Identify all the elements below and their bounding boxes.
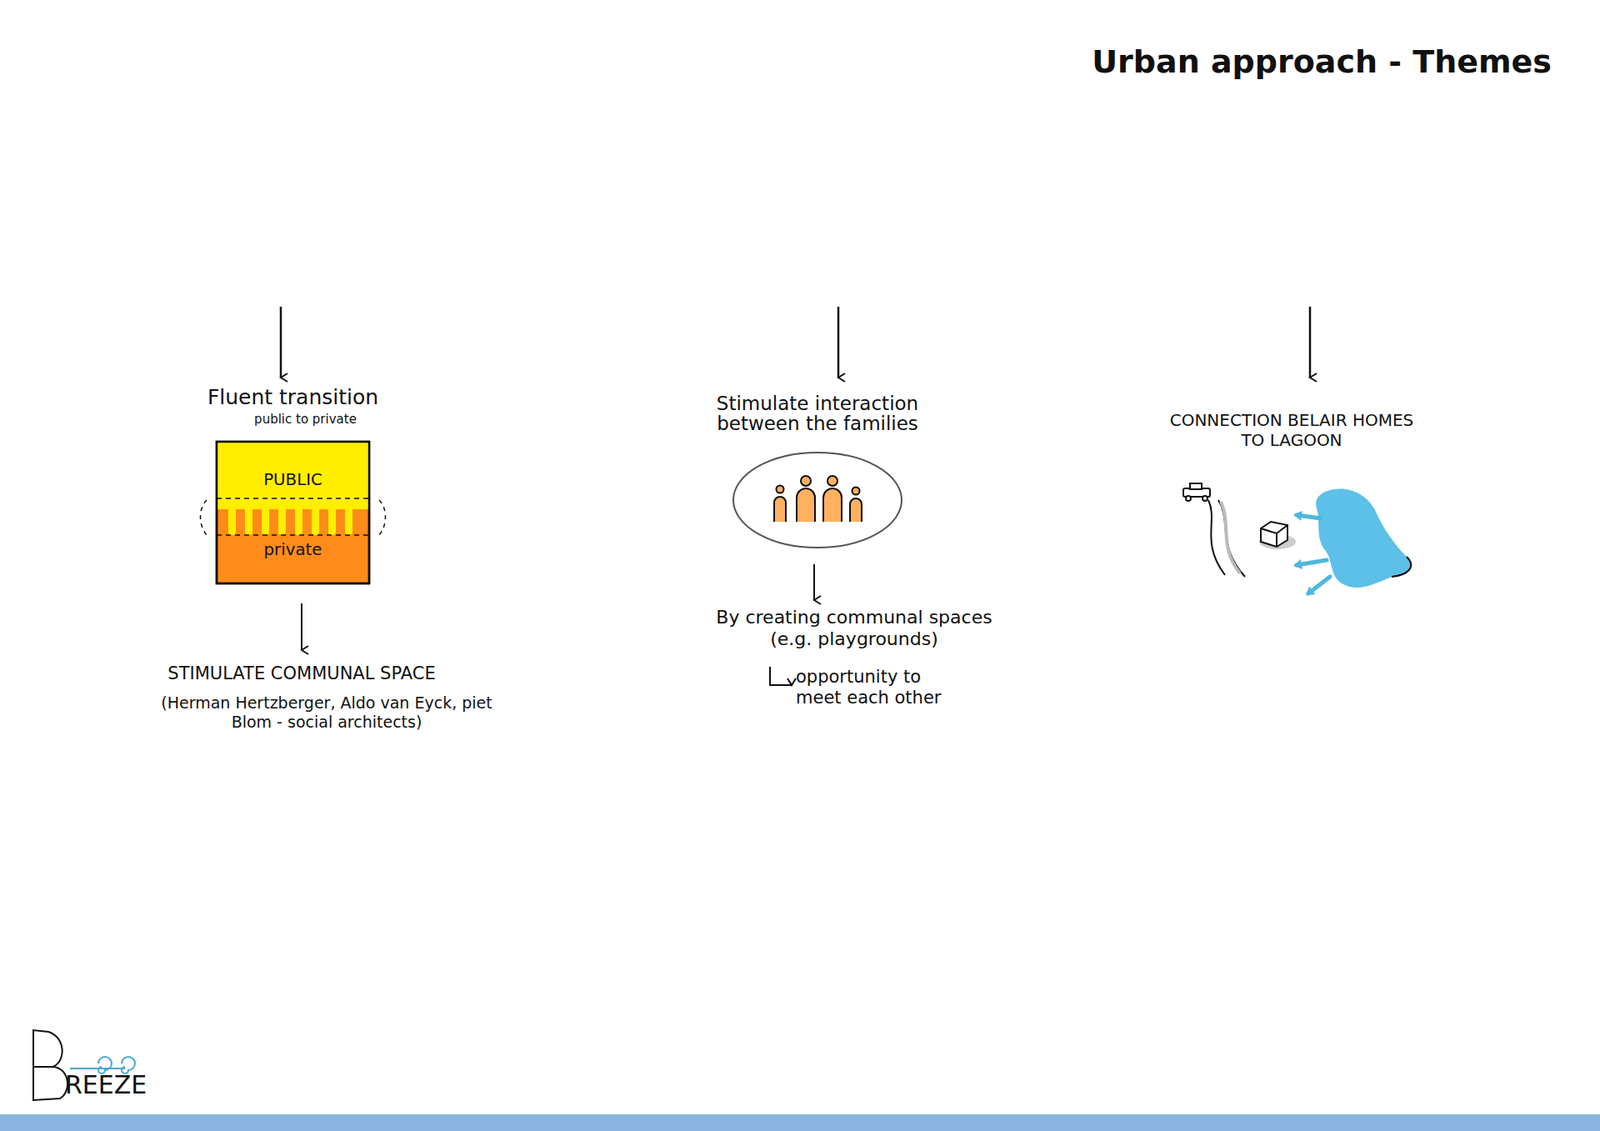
note-text: (Herman Hertzberger, Aldo van Eyck, piet… xyxy=(150,693,504,732)
top-arrows xyxy=(280,306,1310,378)
lagoon-illustration xyxy=(1183,483,1411,594)
shape-outline xyxy=(216,441,370,584)
theme-heading: CONNECTION BELAIR HOMES TO LAGOON xyxy=(1166,410,1417,450)
shape-outline xyxy=(732,451,903,549)
footer-bar xyxy=(0,1114,1600,1131)
node-subheading: public to private xyxy=(158,411,453,427)
band-label: private xyxy=(216,540,370,560)
theme-result: STIMULATE COMMUNAL SPACE xyxy=(133,663,470,685)
theme-result: By creating communal spaces (e.g. playgr… xyxy=(712,606,996,651)
note-text: opportunity to meet each other xyxy=(795,666,971,709)
logo-text: REEZE xyxy=(65,1070,157,1100)
node-heading: Fluent transition xyxy=(158,385,428,410)
node-heading: Stimulate interaction between the famili… xyxy=(682,393,953,434)
families-ellipse: Stimulate interaction between the famili… xyxy=(732,451,903,549)
public-private-square: Fluent transitionpublic to privatePUBLIC… xyxy=(216,441,370,584)
band-label: PUBLIC xyxy=(216,470,370,490)
page-title: Urban approach - Themes xyxy=(1091,43,1552,82)
